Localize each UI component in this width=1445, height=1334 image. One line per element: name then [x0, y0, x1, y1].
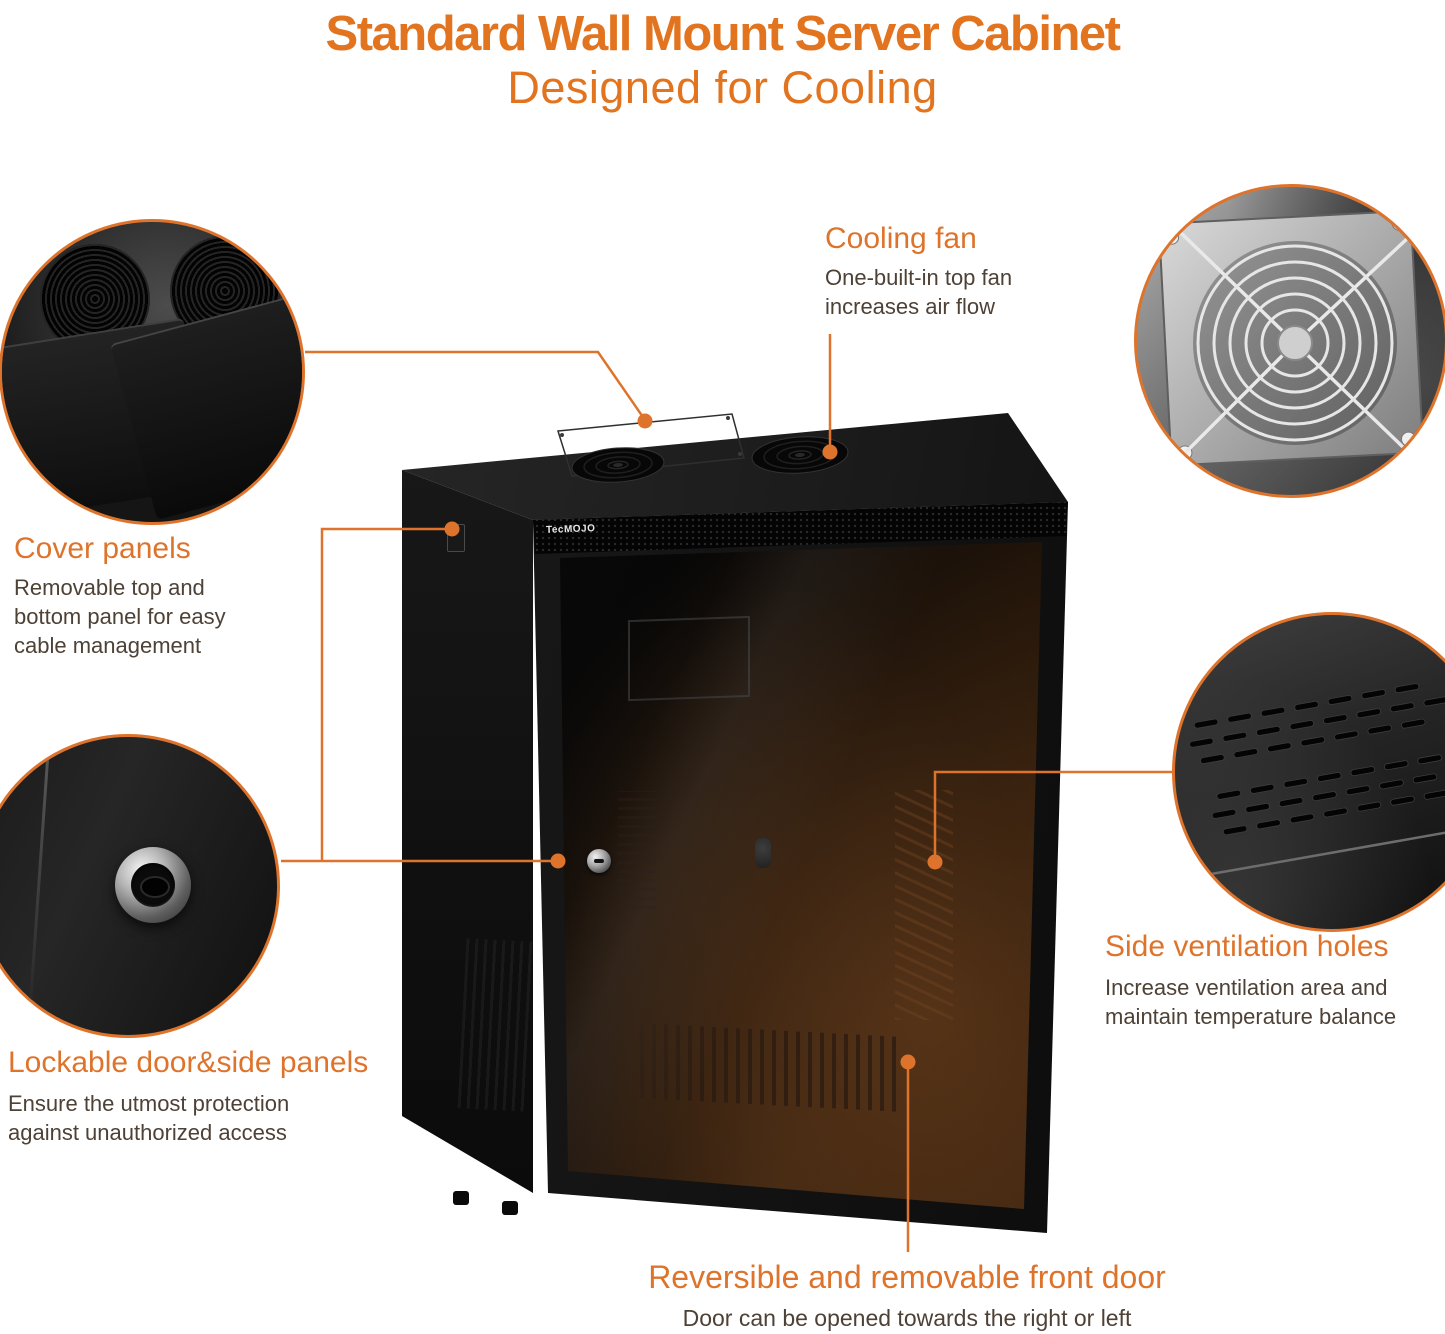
- top-screw: [726, 416, 730, 420]
- callout-cover-panels: Cover panels Removable top and bottom pa…: [14, 532, 294, 660]
- brand-logo: TecMOJO: [545, 523, 596, 536]
- interior-right-vent-rail: [895, 790, 953, 1020]
- top-fan-grille-right: [751, 436, 849, 474]
- side-ventilation-body: Increase ventilation area and maintain t…: [1105, 975, 1397, 1030]
- interior-mount-bracket: [755, 838, 771, 868]
- cabinet-foot: [502, 1201, 518, 1215]
- lockable-door-heading: Lockable door&side panels: [8, 1046, 369, 1079]
- vent-slits-illustration: [1189, 683, 1445, 878]
- cabinet-foot: [453, 1191, 469, 1205]
- cover-panels-body: Removable top and bottom panel for easy …: [14, 575, 226, 659]
- panel-edge: [26, 737, 51, 1035]
- fan-screw: [1164, 229, 1180, 245]
- callout-front-door: Reversible and removable front door Door…: [362, 1259, 1445, 1334]
- callout-lockable-door: Lockable door&side panels Ensure the utm…: [8, 1046, 428, 1147]
- vent-slit-rows: [1189, 683, 1445, 878]
- front-door-lock: [587, 849, 611, 873]
- server-cabinet-image: TecMOJO: [390, 403, 1080, 1253]
- top-fan-grille-left: [571, 447, 665, 483]
- top-screw: [560, 433, 564, 437]
- interior-bottom-vents: [640, 1023, 900, 1112]
- lock-keyhole: [140, 876, 170, 898]
- interior-reflection-outline: [628, 615, 750, 702]
- zoom-circle-cover-panels: [0, 219, 305, 525]
- fan-guard-rings: [1196, 244, 1394, 442]
- fan-screw: [1391, 215, 1407, 231]
- fan-screw: [1401, 431, 1417, 447]
- callout-side-ventilation: Side ventilation holes Increase ventilat…: [1105, 930, 1445, 1031]
- side-ventilation-heading: Side ventilation holes: [1105, 930, 1389, 963]
- page-subtitle: Designed for Cooling: [507, 62, 938, 113]
- left-panel-vent-slits: [457, 938, 537, 1112]
- front-door-heading: Reversible and removable front door: [648, 1259, 1166, 1295]
- callout-cooling-fan: Cooling fan One-built-in top fan increas…: [825, 222, 1085, 321]
- side-panel-latch: [447, 524, 465, 552]
- top-plate-outline: [557, 413, 745, 477]
- fan-hub: [1277, 325, 1313, 361]
- front-door-body: Door can be opened towards the right or …: [682, 1305, 1132, 1332]
- zoom-circle-side-vents: [1172, 612, 1445, 932]
- zoom-circle-cooling-fan: [1134, 184, 1445, 498]
- top-screw: [738, 452, 742, 456]
- page-title: Standard Wall Mount Server Cabinet: [325, 7, 1121, 61]
- panel-edge-highlight: [1200, 824, 1445, 878]
- lockable-door-body: Ensure the utmost protection against una…: [8, 1091, 290, 1146]
- interior-left-vents: [618, 791, 656, 909]
- zoom-circle-lock: [0, 734, 280, 1038]
- fan-guard-illustration: [1158, 210, 1424, 467]
- cover-panels-heading: Cover panels: [14, 532, 191, 565]
- cooling-fan-heading: Cooling fan: [825, 222, 977, 255]
- cooling-fan-body: One-built-in top fan increases air flow: [825, 265, 1013, 320]
- fan-guard-spokes: [1179, 231, 1411, 455]
- glass-front-door: [560, 542, 1042, 1209]
